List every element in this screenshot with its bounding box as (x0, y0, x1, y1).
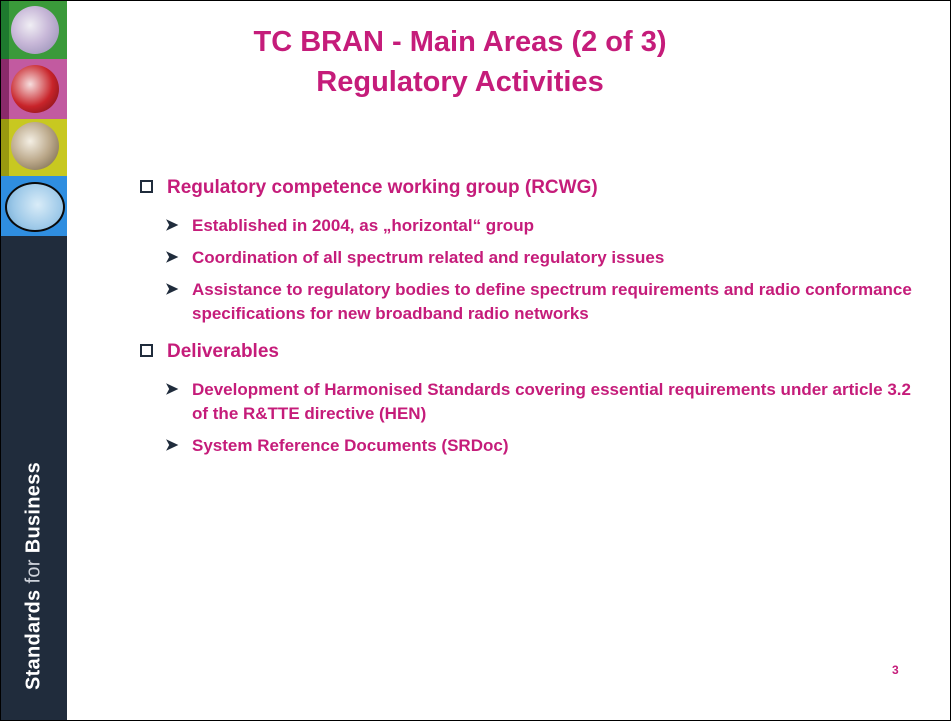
section-heading-text: Regulatory competence working group (RCW… (167, 177, 598, 198)
arrow-bullet-icon: ➤ (165, 281, 179, 298)
arrow-bullet-icon: ➤ (165, 437, 179, 454)
section-heading: Regulatory competence working group (RCW… (140, 176, 930, 200)
title-line-2: Regulatory Activities (316, 66, 604, 98)
band-green-edge (1, 1, 9, 59)
list-item-text: Established in 2004, as „horizontal“ gro… (192, 216, 534, 235)
section-heading-text: Deliverables (167, 341, 279, 362)
globe-icon (11, 65, 59, 113)
sidebar-tagline: Standards for Business (23, 462, 46, 690)
list-item-text: Coordination of all spectrum related and… (192, 248, 665, 267)
globe-icon (11, 6, 59, 54)
arrow-bullet-icon: ➤ (165, 381, 179, 398)
arrow-bullet-icon: ➤ (165, 217, 179, 234)
list-item: ➤ Assistance to regulatory bodies to def… (140, 278, 930, 326)
globe-icon (5, 182, 65, 232)
list-item-text: Assistance to regulatory bodies to defin… (192, 280, 912, 323)
tagline-standards: Standards (22, 589, 45, 691)
checkbox-bullet-icon (140, 180, 153, 193)
list-item-text: System Reference Documents (SRDoc) (192, 436, 509, 455)
list-item: ➤ System Reference Documents (SRDoc) (140, 434, 930, 458)
band-purple-edge (1, 59, 9, 119)
list-item: ➤ Established in 2004, as „horizontal“ g… (140, 214, 930, 238)
list-item-text: Development of Harmonised Standards cove… (192, 380, 911, 423)
section-heading: Deliverables (140, 340, 930, 364)
page-number: 3 (892, 663, 899, 677)
checkbox-bullet-icon (140, 344, 153, 357)
tagline-for: for (22, 559, 45, 584)
arrow-bullet-icon: ➤ (165, 249, 179, 266)
globe-icon (11, 122, 59, 170)
band-yellow-edge (1, 119, 9, 176)
slide-content: Regulatory competence working group (RCW… (140, 176, 930, 466)
sidebar: Standards for Business (1, 1, 67, 720)
tagline-business: Business (22, 461, 45, 554)
page-title: TC BRAN - Main Areas (2 of 3) Regulatory… (140, 22, 780, 102)
title-line-1: TC BRAN - Main Areas (2 of 3) (253, 26, 667, 58)
list-item: ➤ Development of Harmonised Standards co… (140, 378, 930, 426)
list-item: ➤ Coordination of all spectrum related a… (140, 246, 930, 270)
